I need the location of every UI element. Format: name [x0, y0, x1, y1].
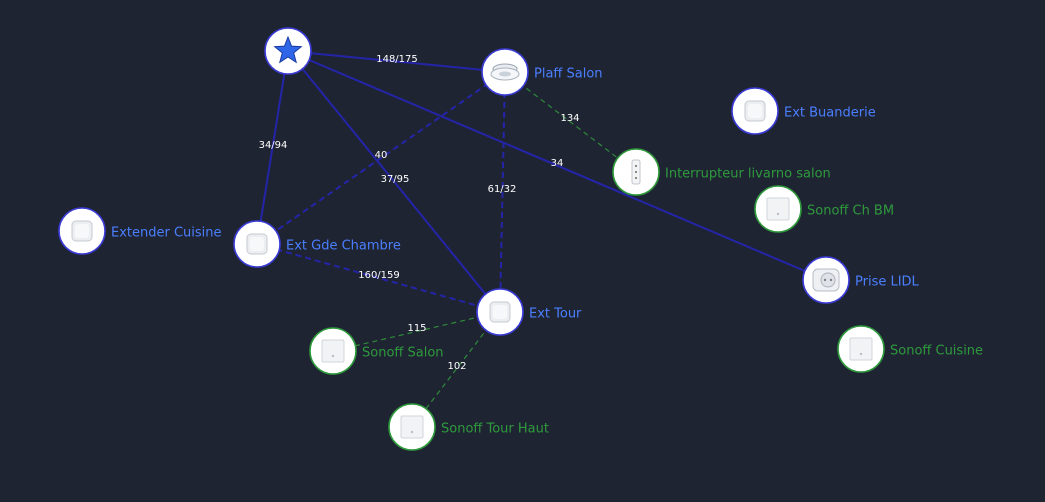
link-label: 61/32 — [488, 184, 517, 195]
node-label: Sonoff Salon — [362, 346, 444, 361]
sensor-icon — [766, 197, 790, 221]
link-coordinator-plaff_salon — [287, 50, 506, 73]
node-label: Ext Gde Chambre — [286, 239, 401, 254]
link-label: 34/94 — [259, 140, 288, 151]
plug-icon — [812, 268, 840, 292]
node-label: Ext Buanderie — [784, 106, 876, 121]
star-icon — [273, 35, 303, 64]
link-label: 40 — [375, 150, 388, 161]
node-label: Sonoff Tour Haut — [441, 422, 549, 437]
link-plaff_salon-ext_gde_chambre — [256, 71, 506, 245]
node-sonoff-cuisine[interactable]: Sonoff Cuisine — [837, 325, 983, 373]
link-labels-layer: 148/175 34/94 37/95 34 40 61/32 134 160/159 115 1… — [259, 54, 580, 372]
node-prise-lidl[interactable]: Prise LIDL — [802, 256, 920, 304]
node-extender-cuisine[interactable]: Extender Cuisine — [58, 207, 222, 255]
ceiling-light-icon — [490, 63, 520, 81]
remote-switch-icon — [631, 159, 641, 185]
link-coordinator-ext_tour — [287, 50, 501, 313]
link-label: 102 — [447, 361, 466, 372]
node-sonoff-tour-haut[interactable]: Sonoff Tour Haut — [388, 403, 549, 451]
node-label: Plaff Salon — [534, 67, 603, 82]
node-label: Sonoff Cuisine — [890, 344, 983, 359]
node-label: Prise LIDL — [855, 275, 920, 290]
sensor-icon — [321, 339, 345, 363]
node-label: Extender Cuisine — [111, 226, 222, 241]
node-interrupteur[interactable]: Interrupteur livarno salon — [612, 148, 831, 196]
link-plaff_salon-ext_tour — [499, 71, 506, 313]
link-label: 37/95 — [381, 174, 410, 185]
node-label: Sonoff Ch BM — [807, 204, 894, 219]
node-label: Ext Tour — [529, 307, 582, 322]
node-coordinator[interactable] — [264, 27, 312, 75]
link-plaff_salon-interrupteur — [504, 71, 637, 173]
node-sonoff-salon[interactable]: Sonoff Salon — [309, 327, 444, 375]
link-label: 115 — [407, 323, 426, 334]
extender-icon — [744, 100, 766, 122]
sensor-icon — [849, 337, 873, 361]
link-label: 160/159 — [358, 270, 400, 281]
extender-icon — [71, 220, 93, 242]
link-coordinator-prise_lidl — [287, 50, 827, 281]
link-coordinator-ext_gde_chambre — [256, 50, 289, 245]
node-ext-buanderie[interactable]: Ext Buanderie — [731, 87, 876, 135]
link-label: 148/175 — [376, 54, 418, 65]
node-ext-tour[interactable]: Ext Tour — [476, 288, 582, 336]
extender-icon — [489, 301, 511, 323]
extender-icon — [246, 233, 268, 255]
link-label: 134 — [560, 113, 579, 124]
node-plaff-salon[interactable]: Plaff Salon — [481, 48, 603, 96]
link-ext_gde_chambre-ext_tour — [256, 243, 501, 313]
links-layer — [256, 50, 827, 428]
node-ext-gde-chambre[interactable]: Ext Gde Chambre — [233, 220, 401, 268]
sensor-icon — [400, 415, 424, 439]
link-label: 34 — [551, 158, 564, 169]
node-sonoff-ch-bm[interactable]: Sonoff Ch BM — [754, 185, 894, 233]
link-ext_tour-sonoff_salon — [332, 311, 501, 352]
node-label: Interrupteur livarno salon — [665, 167, 831, 182]
link-ext_tour-sonoff_tour_haut — [411, 311, 501, 428]
